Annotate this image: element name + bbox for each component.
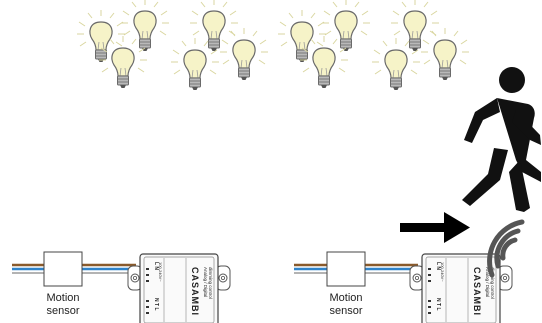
- device-subtitle-1: Analog / Digital: [485, 267, 490, 297]
- light-bulb-icon: [390, 0, 440, 52]
- wireless-signal-icon: [487, 219, 525, 278]
- motion-sensor-box: [326, 251, 366, 287]
- walking-person-icon: [462, 67, 541, 212]
- casambi-module: CASAMBI Analog / Digital dimming control…: [127, 253, 231, 323]
- motion-sensor-label-line1: Motion: [46, 292, 80, 304]
- motion-sensor-label-line1: Motion: [329, 292, 363, 304]
- light-bulb-icon: [420, 27, 470, 81]
- device-brand: CASAMBI: [190, 267, 200, 316]
- light-bulb-icon: [219, 27, 269, 81]
- device-subtitle-2: dimming control: [208, 267, 213, 299]
- device-ntl: N T L: [153, 298, 159, 311]
- casambi-module: CASAMBI Analog / Digital dimming control…: [409, 253, 513, 323]
- motion-sensor-box: [43, 251, 83, 287]
- light-bulb-icon: [120, 0, 170, 52]
- arrow-right-icon: [400, 212, 470, 243]
- motion-sensor-label-line2: sensor: [329, 305, 363, 317]
- motion-sensor-label-line2: sensor: [46, 305, 80, 317]
- device-subtitle-2: dimming control: [490, 267, 495, 299]
- device-terminals: L N: [153, 262, 159, 270]
- device-ntl: N T L: [435, 298, 441, 311]
- light-bulb-icon: [189, 0, 239, 52]
- device-terminals: L N: [435, 262, 441, 270]
- device-brand: CASAMBI: [472, 267, 482, 316]
- device-voltage: 100-240V~: [440, 262, 445, 282]
- motion-sensor-label: Motion sensor: [34, 292, 92, 318]
- device-voltage: 100-240V~: [158, 262, 163, 282]
- device-subtitle-1: Analog / Digital: [203, 267, 208, 297]
- light-bulb-icon: [321, 0, 371, 52]
- motion-sensor-label: Motion sensor: [317, 292, 375, 318]
